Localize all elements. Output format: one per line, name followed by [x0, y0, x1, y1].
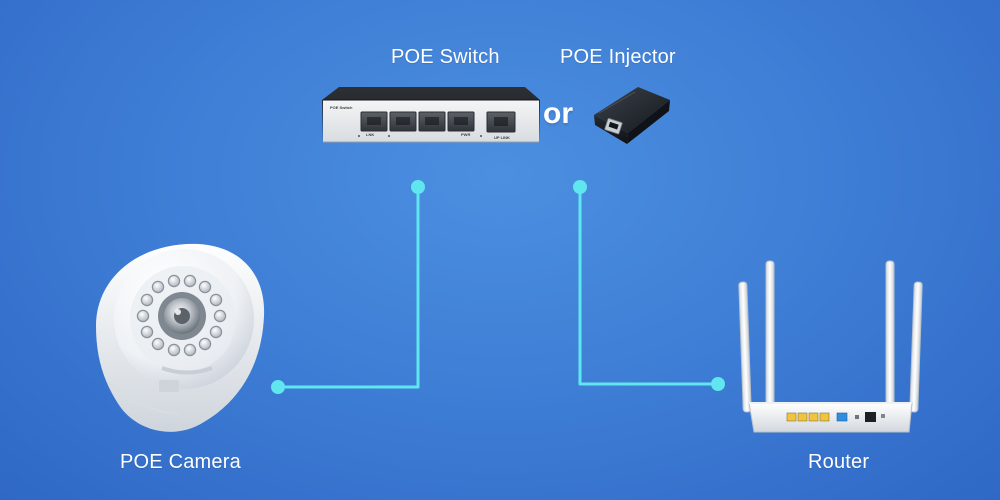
- dome-camera-icon: [96, 243, 265, 432]
- router-device: [733, 258, 929, 443]
- switch-lnk-text: LNK: [366, 132, 374, 137]
- wifi-router-icon: [738, 260, 923, 433]
- poe-switch-label: POE Switch: [391, 46, 500, 68]
- network-switch-icon: POE Switch LNK PWR UP LINK: [322, 87, 540, 143]
- switch-uplink-text: UP LINK: [494, 135, 510, 140]
- router-label: Router: [808, 451, 870, 473]
- injector-connector-dot: [573, 180, 587, 194]
- router-to-injector-line: [578, 185, 720, 386]
- camera-connector-dot: [271, 380, 285, 394]
- switch-pwr-text: PWR: [461, 132, 470, 137]
- poe-injector-icon: [594, 87, 670, 144]
- poe-camera-device: [86, 236, 272, 447]
- switch-connector-dot: [411, 180, 425, 194]
- poe-injector-label: POE Injector: [560, 46, 676, 68]
- switch-brand-text: POE Switch: [330, 105, 353, 110]
- poe-switch-device: POE Switch LNK PWR UP LINK: [321, 84, 541, 153]
- camera-to-switch-line: [276, 185, 420, 389]
- router-connector-dot: [711, 377, 725, 391]
- or-label: or: [543, 97, 573, 130]
- poe-camera-label: POE Camera: [120, 451, 241, 473]
- poe-injector-device: [589, 84, 673, 151]
